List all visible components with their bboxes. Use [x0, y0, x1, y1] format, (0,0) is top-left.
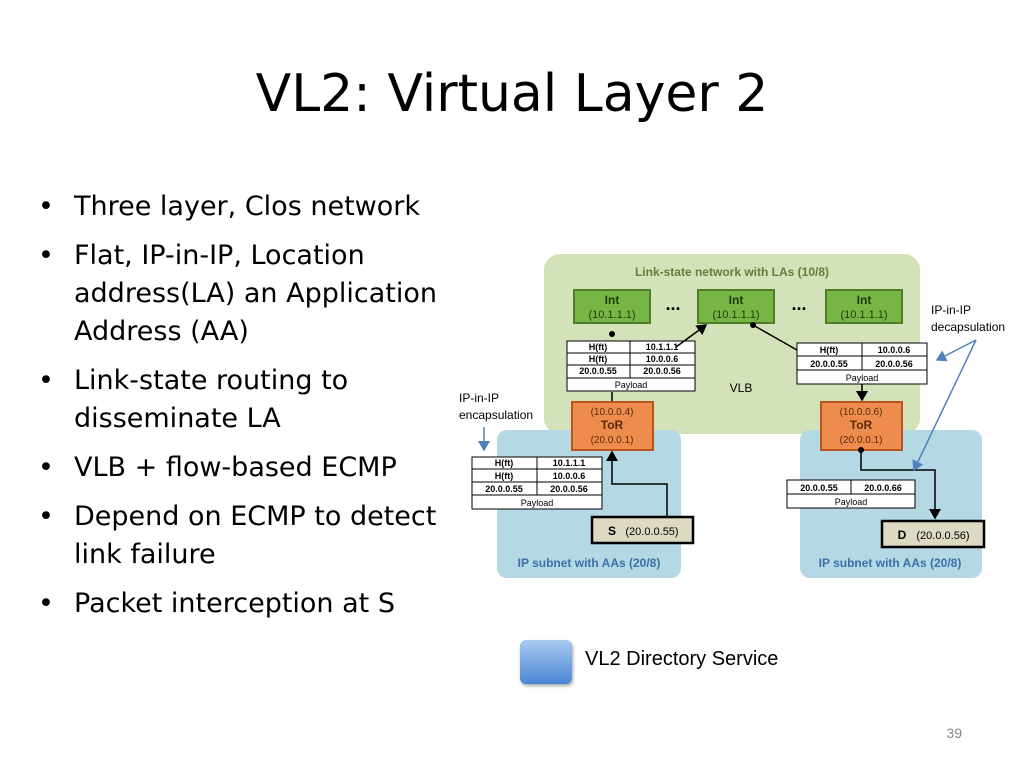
svg-text:H(ft): H(ft) — [589, 342, 608, 352]
svg-text:20.0.0.56: 20.0.0.56 — [875, 359, 913, 369]
encap-label-line2: encapsulation — [459, 408, 533, 422]
svg-text:(10.0.0.4): (10.0.0.4) — [591, 407, 634, 418]
slide-title: VL2: Virtual Layer 2 — [255, 64, 769, 124]
svg-text:Int: Int — [729, 293, 744, 307]
svg-text:20.0.0.56: 20.0.0.56 — [643, 366, 681, 376]
int-node: Int (10.1.1.1) — [825, 289, 903, 324]
svg-text:10.0.0.6: 10.0.0.6 — [646, 354, 679, 364]
decap-label-line2: decapsulation — [931, 320, 1005, 334]
svg-text:(20.0.0.1): (20.0.0.1) — [840, 435, 883, 446]
bullet-dot-icon: • — [38, 365, 54, 396]
dest-host: D (20.0.0.56) — [880, 519, 986, 549]
packet-left: H(ft) 10.1.1.1 H(ft) 10.0.0.6 20.0.0.55 … — [471, 456, 603, 510]
link-state-label: Link-state network with LAs (10/8) — [635, 265, 829, 279]
svg-text:S: S — [608, 524, 616, 538]
bullet-dot-icon: • — [38, 501, 54, 532]
svg-text:H(ft): H(ft) — [495, 458, 514, 468]
int-node: Int (10.1.1.1) — [573, 289, 651, 324]
svg-text:Int: Int — [605, 293, 620, 307]
bullet-item: •Flat, IP-in-IP, Location address(LA) an… — [38, 237, 468, 351]
svg-text:H(ft): H(ft) — [495, 471, 514, 481]
decap-label-line1: IP-in-IP — [931, 303, 971, 317]
svg-text:(20.0.0.55): (20.0.0.55) — [625, 526, 678, 538]
packet-right: 20.0.0.55 20.0.0.66 Payload — [786, 479, 916, 509]
svg-text:20.0.0.66: 20.0.0.66 — [864, 483, 902, 493]
svg-text:(10.1.1.1): (10.1.1.1) — [712, 309, 759, 321]
link-dot — [609, 331, 615, 337]
bullet-item: •Packet interception at S — [38, 585, 468, 623]
svg-text:(10.0.0.6): (10.0.0.6) — [840, 407, 883, 418]
svg-text:ToR: ToR — [601, 418, 624, 432]
bullet-item: •VLB + flow-based ECMP — [38, 449, 468, 487]
svg-text:D: D — [898, 528, 907, 542]
bullet-item: •Link-state routing to disseminate LA — [38, 362, 468, 438]
svg-text:(10.1.1.1): (10.1.1.1) — [588, 309, 635, 321]
tor-left: (10.0.0.4) ToR (20.0.0.1) — [571, 401, 654, 451]
svg-text:20.0.0.55: 20.0.0.55 — [485, 484, 523, 494]
svg-text:10.0.0.6: 10.0.0.6 — [878, 345, 911, 355]
link-dot — [750, 322, 756, 328]
svg-text:Payload: Payload — [846, 373, 879, 383]
tor-right: (10.0.0.6) ToR (20.0.0.1) — [820, 401, 903, 451]
bullet-dot-icon: • — [38, 240, 54, 271]
directory-service-label: VL2 Directory Service — [585, 648, 779, 670]
svg-text:Payload: Payload — [615, 380, 648, 390]
bullet-item: •Three layer, Clos network — [38, 188, 468, 226]
svg-text:Payload: Payload — [521, 498, 554, 508]
source-host: S (20.0.0.55) — [590, 515, 695, 545]
subnet-right-label: IP subnet with AAs (20/8) — [819, 556, 962, 570]
svg-text:10.0.0.6: 10.0.0.6 — [553, 471, 586, 481]
svg-text:(20.0.0.1): (20.0.0.1) — [591, 435, 634, 446]
encap-label-line1: IP-in-IP — [459, 391, 499, 405]
bullet-dot-icon: • — [38, 588, 54, 619]
svg-text:10.1.1.1: 10.1.1.1 — [553, 458, 586, 468]
svg-text:20.0.0.56: 20.0.0.56 — [550, 484, 588, 494]
bullet-list: •Three layer, Clos network •Flat, IP-in-… — [38, 188, 468, 634]
vlb-label: VLB — [730, 381, 753, 395]
svg-text:(20.0.0.56): (20.0.0.56) — [916, 530, 969, 542]
int-node: Int (10.1.1.1) — [697, 289, 775, 324]
svg-text:ToR: ToR — [850, 418, 873, 432]
link-line — [752, 324, 798, 351]
decap-arrow-2 — [912, 339, 977, 472]
link-arrow — [675, 324, 708, 348]
svg-text:20.0.0.55: 20.0.0.55 — [800, 483, 838, 493]
packet-top-right: H(ft) 10.0.0.6 20.0.0.55 20.0.0.56 Paylo… — [796, 342, 928, 385]
decap-arrow-1 — [935, 339, 977, 362]
bullet-item: •Depend on ECMP to detect link failure — [38, 498, 468, 574]
link-dot — [858, 447, 864, 453]
bullet-dot-icon: • — [38, 191, 54, 222]
ellipsis: ... — [791, 294, 806, 314]
source-path-arrow — [606, 450, 668, 517]
packet-top-left: H(ft) 10.1.1.1 H(ft) 10.0.0.6 20.0.0.55 … — [566, 340, 696, 392]
svg-text:Payload: Payload — [835, 497, 868, 507]
svg-text:10.1.1.1: 10.1.1.1 — [646, 342, 679, 352]
ellipsis: ... — [665, 294, 680, 314]
svg-text:20.0.0.55: 20.0.0.55 — [579, 366, 617, 376]
svg-text:H(ft): H(ft) — [589, 354, 608, 364]
svg-text:H(ft): H(ft) — [820, 345, 839, 355]
dest-path-arrow — [860, 450, 941, 520]
subnet-left-label: IP subnet with AAs (20/8) — [518, 556, 661, 570]
svg-text:Int: Int — [857, 293, 872, 307]
bullet-dot-icon: • — [38, 452, 54, 483]
page-number: 39 — [946, 725, 962, 741]
svg-text:(10.1.1.1): (10.1.1.1) — [840, 309, 887, 321]
svg-text:20.0.0.55: 20.0.0.55 — [810, 359, 848, 369]
directory-service-legend-icon — [520, 640, 572, 684]
